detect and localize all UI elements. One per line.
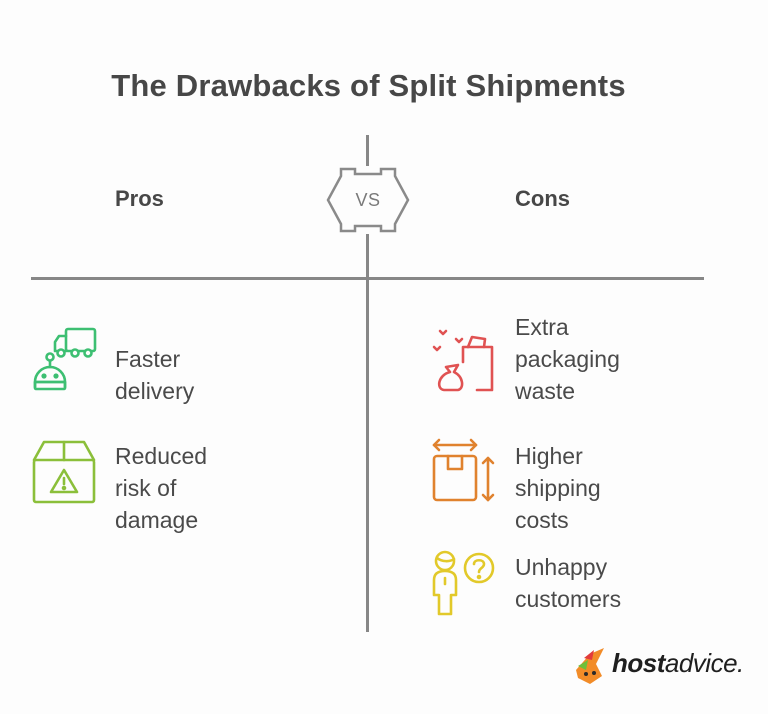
con-label: Higher shipping costs: [515, 443, 601, 533]
pro-label: Reduced risk of damage: [115, 443, 208, 533]
box-dimensions-icon: [432, 438, 495, 502]
vs-badge-icon: [326, 167, 410, 233]
pros-heading: Pros: [115, 186, 164, 211]
center-divider-top: [366, 135, 369, 166]
vs-label: VS: [355, 190, 381, 210]
confused-customer-icon: [432, 550, 495, 616]
packaging-waste-icon: [432, 329, 494, 392]
box-warning-icon: [32, 440, 96, 504]
con-label: Extra packaging waste: [515, 314, 620, 404]
pro-label: Faster delivery: [115, 346, 195, 404]
page-title: The Drawbacks of Split Shipments: [111, 68, 626, 103]
hostadvice-logo: hostadvice.: [612, 648, 744, 678]
header-divider: [31, 277, 704, 280]
center-divider: [366, 234, 369, 632]
cons-heading: Cons: [515, 186, 570, 211]
delivery-robot-truck-icon: [33, 327, 97, 391]
hostadvice-fox-logo-icon: [576, 648, 604, 684]
con-label: Unhappy customers: [515, 554, 622, 612]
